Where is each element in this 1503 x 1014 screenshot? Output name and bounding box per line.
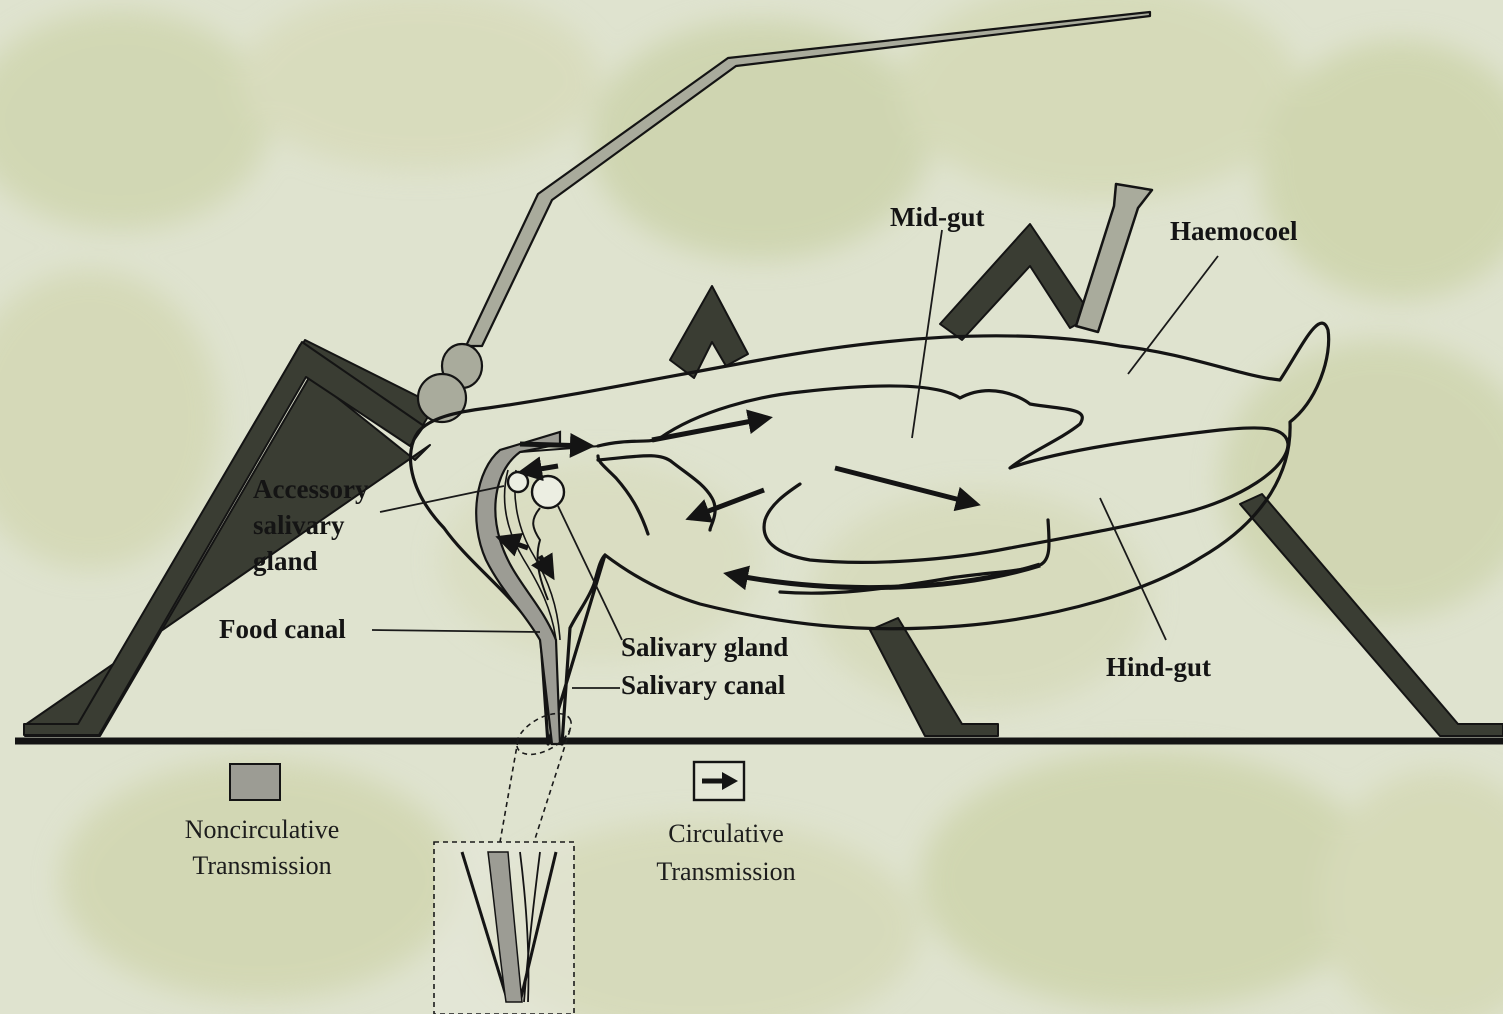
hind-gut-label: Hind-gut xyxy=(1106,652,1211,682)
accessory-salivary-gland-shape xyxy=(508,472,528,492)
arrow-into-food-canal xyxy=(520,444,590,446)
mid-leg-lower-shape xyxy=(870,618,998,736)
salivary-gland-shape xyxy=(532,476,564,508)
arrow-to-hindgut xyxy=(835,468,976,504)
rear-leg-lower-shape xyxy=(1240,494,1503,736)
noncirculative-label-line-1: Noncirculative xyxy=(185,815,340,844)
accessory-salivary-gland-label-line-3: gland xyxy=(253,546,318,576)
noncirculative-icon xyxy=(230,764,280,800)
food-canal-label: Food canal xyxy=(219,614,346,644)
rear-leg-up-shape xyxy=(940,224,1092,340)
arrow-to-accessory-gland xyxy=(522,466,558,472)
cornicle xyxy=(1076,184,1152,332)
antenna-scape xyxy=(418,374,466,422)
arrow-into-midgut xyxy=(652,418,768,440)
arrow-box-icon xyxy=(694,762,744,800)
circulative-arrows xyxy=(500,418,1040,588)
stylet-zoom xyxy=(434,705,578,1014)
accessory-salivary-gland-label-line-1: Accessory xyxy=(253,474,369,504)
arrow-back-left xyxy=(690,490,764,518)
noncirculative-label-line-2: Transmission xyxy=(192,851,331,880)
arrow-haemocoel-return xyxy=(728,565,1040,588)
salivary-canal-label: Salivary canal xyxy=(621,670,786,700)
circulative-label-line-1: Circulative xyxy=(668,819,784,848)
salivary-gland-label: Salivary gland xyxy=(621,632,788,662)
haemocoel-label: Haemocoel xyxy=(1170,216,1298,246)
accessory-salivary-gland-label-line-2: salivary xyxy=(253,510,345,540)
gut xyxy=(598,386,1288,593)
salivary-duct xyxy=(533,508,548,600)
antenna xyxy=(418,12,1150,422)
arrow-salivary-canal xyxy=(540,556,552,576)
mid-gut-label: Mid-gut xyxy=(890,202,985,232)
circulative-label-line-2: Transmission xyxy=(656,857,795,886)
zoom-target-ellipse xyxy=(510,705,578,763)
